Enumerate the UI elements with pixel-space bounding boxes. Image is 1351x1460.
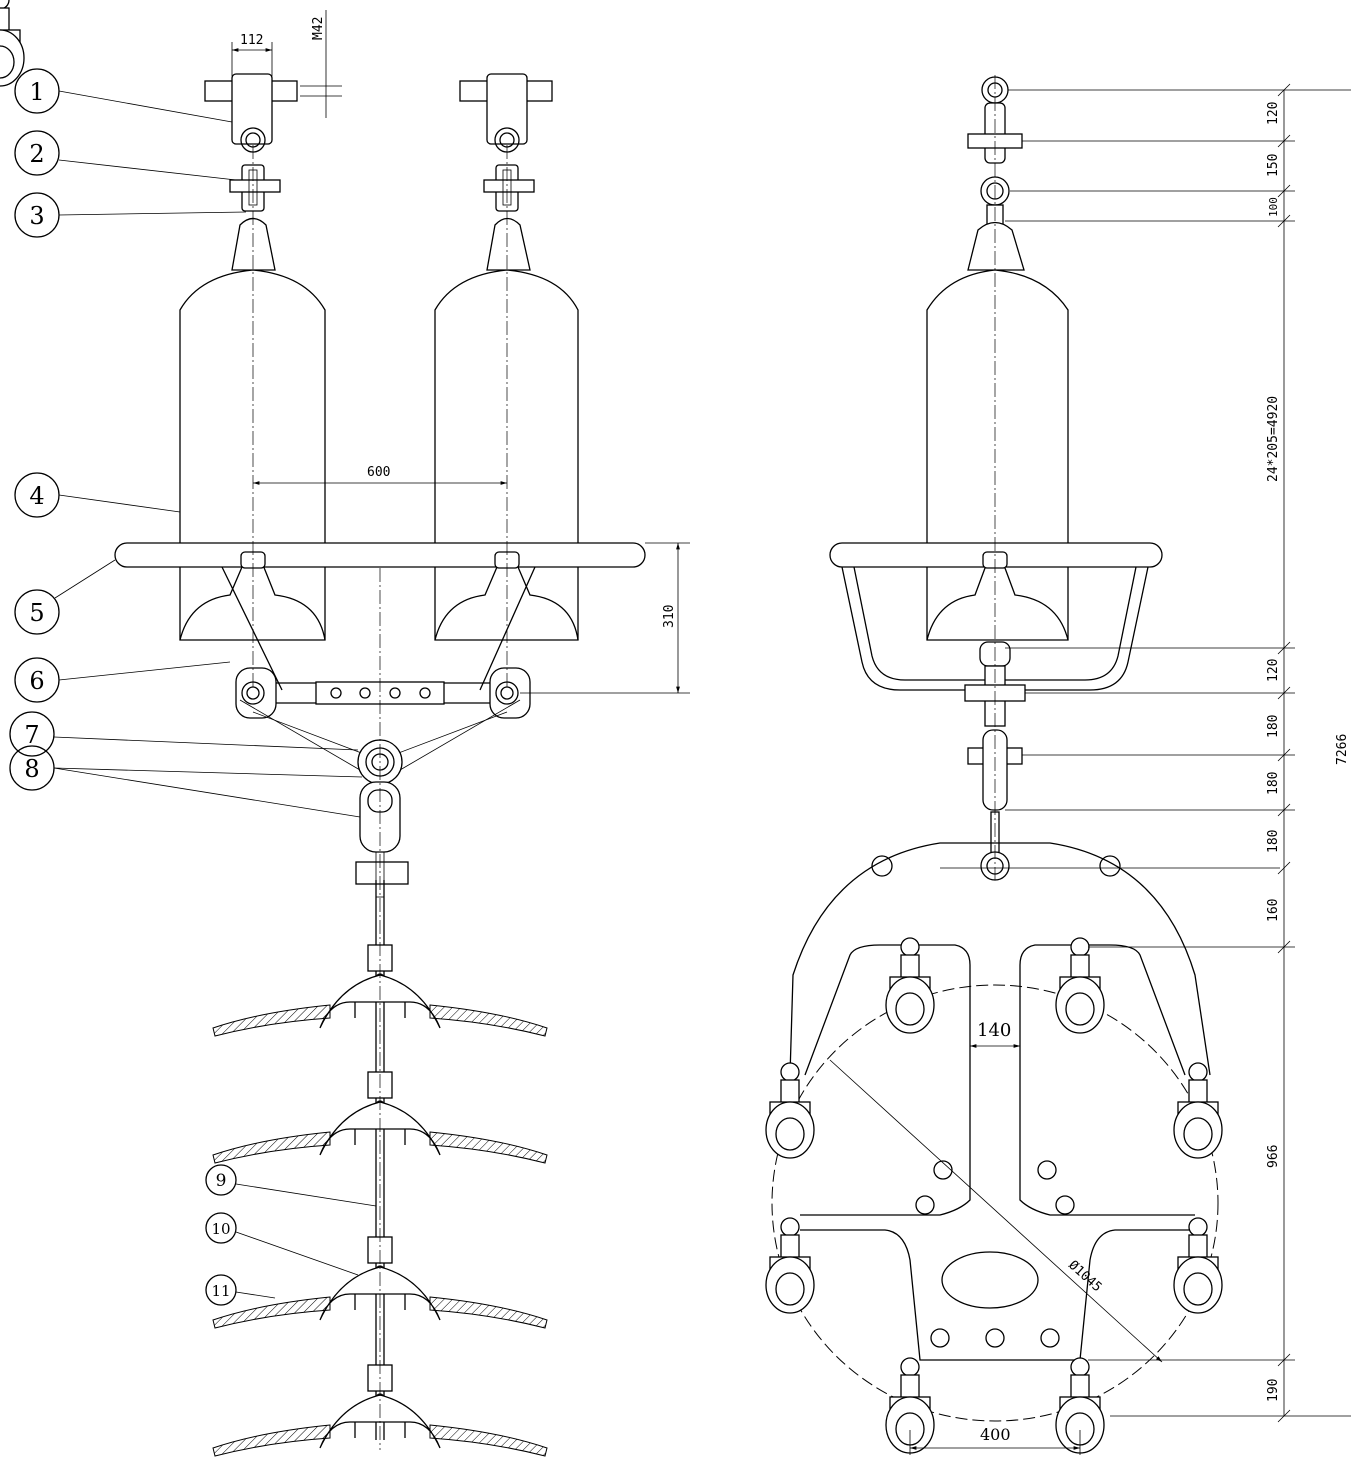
dim-150: 150	[1266, 154, 1281, 177]
subconductor-clamp	[0, 0, 25, 87]
dim-diameter: Ø1045	[1065, 1258, 1104, 1295]
balloon-9: 9	[205, 1164, 377, 1207]
dim-190: 190	[1266, 1379, 1281, 1402]
top-fitting-right	[459, 73, 553, 212]
dim-180-a: 180	[1266, 715, 1281, 738]
balloon-1: 1	[14, 68, 233, 123]
svg-text:11: 11	[211, 1282, 230, 1300]
dim-180-c: 180	[1266, 830, 1281, 853]
dim-600: 600	[367, 465, 390, 480]
insulator-string-side	[926, 269, 1069, 641]
svg-text:3: 3	[29, 202, 44, 230]
dim-180-b: 180	[1266, 772, 1281, 795]
dim-120-mid: 120	[1266, 659, 1281, 682]
dimension-chain: 120 150 100 24*205=4920 120 180 180 180 …	[1005, 83, 1351, 1423]
balloon-2: 2	[14, 130, 237, 181]
balloon-11: 11	[205, 1274, 276, 1306]
dim-4920: 24*205=4920	[1266, 396, 1281, 482]
dim-400: 400	[980, 1425, 1011, 1444]
yoke-plate	[235, 667, 531, 771]
svg-text:6: 6	[29, 667, 44, 695]
balloon-10: 10	[205, 1212, 359, 1276]
svg-text:8: 8	[24, 755, 39, 783]
dim-160: 160	[1266, 899, 1281, 922]
dim-310: 310	[662, 605, 677, 628]
svg-text:1: 1	[29, 78, 44, 106]
conductor-clamp	[212, 944, 548, 1037]
balloon-7: 7	[9, 711, 359, 757]
svg-text:9: 9	[216, 1171, 227, 1191]
insulator-string-right	[434, 269, 579, 641]
balloon-8: 8	[9, 745, 363, 818]
balloon-5: 5	[14, 559, 116, 635]
svg-text:2: 2	[29, 140, 44, 168]
svg-text:7: 7	[24, 721, 39, 749]
spacer-plate	[771, 842, 1219, 1422]
dim-m42: M42	[311, 17, 326, 40]
dim-120-top: 120	[1266, 102, 1281, 125]
dim-966: 966	[1266, 1145, 1281, 1168]
dim-total: 7266	[1335, 734, 1350, 765]
svg-text:5: 5	[29, 599, 44, 627]
insulator-string-left	[179, 269, 326, 641]
grading-ring	[114, 542, 646, 568]
balloon-6: 6	[14, 657, 231, 703]
dim-140: 140	[977, 1020, 1011, 1041]
svg-text:4: 4	[29, 482, 44, 510]
top-fitting-left	[204, 73, 298, 212]
dim-100: 100	[1267, 197, 1280, 217]
dim-112: 112	[240, 33, 263, 48]
balloon-3: 3	[14, 192, 247, 238]
left-view: 112 M42 600 310 1 2 3 4	[9, 10, 690, 1457]
balloon-4: 4	[14, 472, 181, 518]
svg-text:10: 10	[211, 1220, 230, 1238]
